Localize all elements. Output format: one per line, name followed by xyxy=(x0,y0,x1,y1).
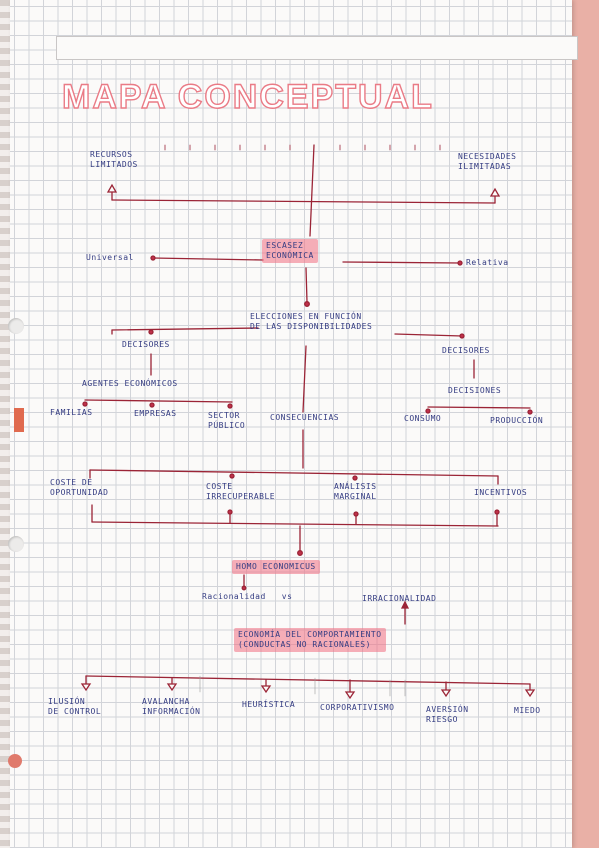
node-aversion-riesgo: AVERSIÓN RIESGO xyxy=(426,705,469,724)
top-ticks xyxy=(164,144,441,151)
node-irracionalidad: IRRACIONALIDAD xyxy=(362,594,437,603)
node-produccion: PRODUCCIÓN xyxy=(490,416,544,425)
node-necesidades-ilimitadas: NECESIDADES ILIMITADAS xyxy=(458,152,517,171)
bottom-dot xyxy=(8,754,22,768)
grid-paper-sheet xyxy=(10,0,572,848)
node-racionalidad: Racionalidad vs xyxy=(202,592,293,601)
node-relativa: Relativa xyxy=(466,258,509,267)
node-universal: Universal xyxy=(86,253,134,262)
node-recursos-limitados: RECURSOS LIMITADOS xyxy=(90,150,138,169)
binder-hole-top xyxy=(8,318,24,334)
node-coste-oportunidad: COSTE DE OPORTUNIDAD xyxy=(50,478,109,497)
node-consecuencias: CONSECUENCIAS xyxy=(270,413,340,422)
node-homo-economicus: HOMO ECONOMICUS xyxy=(232,560,320,574)
node-decisores-right: DECISORES xyxy=(442,346,490,355)
node-escasez-economica: ESCASEZ ECONÓMICA xyxy=(262,239,318,263)
node-elecciones: ELECCIONES EN FUNCIÓN DE LAS DISPONIBILI… xyxy=(250,312,373,331)
node-incentivos: INCENTIVOS xyxy=(474,488,528,497)
node-coste-irrecuperable: COSTE IRRECUPERABLE xyxy=(206,482,276,501)
node-decisiones: DECISIONES xyxy=(448,386,502,395)
page-title: MAPA CONCEPTUAL xyxy=(61,77,434,116)
node-agentes-economicos: AGENTES ECONÓMICOS xyxy=(82,379,178,388)
node-heuristica: HEURÍSTICA xyxy=(242,700,296,709)
node-familias: FAMILIAS xyxy=(50,408,93,417)
node-corporativismo: CORPORATIVISMO xyxy=(320,703,395,712)
node-ilusion-control: ILUSIÓN DE CONTROL xyxy=(48,697,102,716)
pencil-ticks xyxy=(199,675,406,697)
node-miedo: MIEDO xyxy=(514,706,541,715)
node-economia-comportamiento: ECONOMÍA DEL COMPORTAMIENTO (CONDUCTAS N… xyxy=(234,628,386,652)
node-analisis-marginal: ANÁLISIS MARGINAL xyxy=(334,482,377,501)
notebook-sticker xyxy=(14,408,24,432)
node-consumo: CONSUMO xyxy=(404,414,442,423)
node-empresas: EMPRESAS xyxy=(134,409,177,418)
header-box xyxy=(56,36,578,60)
binder-hole-bottom xyxy=(8,536,24,552)
node-avalancha-informacion: AVALANCHA INFORMACIÓN xyxy=(142,697,201,716)
node-sector-publico: SECTOR PÚBLICO xyxy=(208,411,246,430)
node-decisores-left: DECISORES xyxy=(122,340,170,349)
